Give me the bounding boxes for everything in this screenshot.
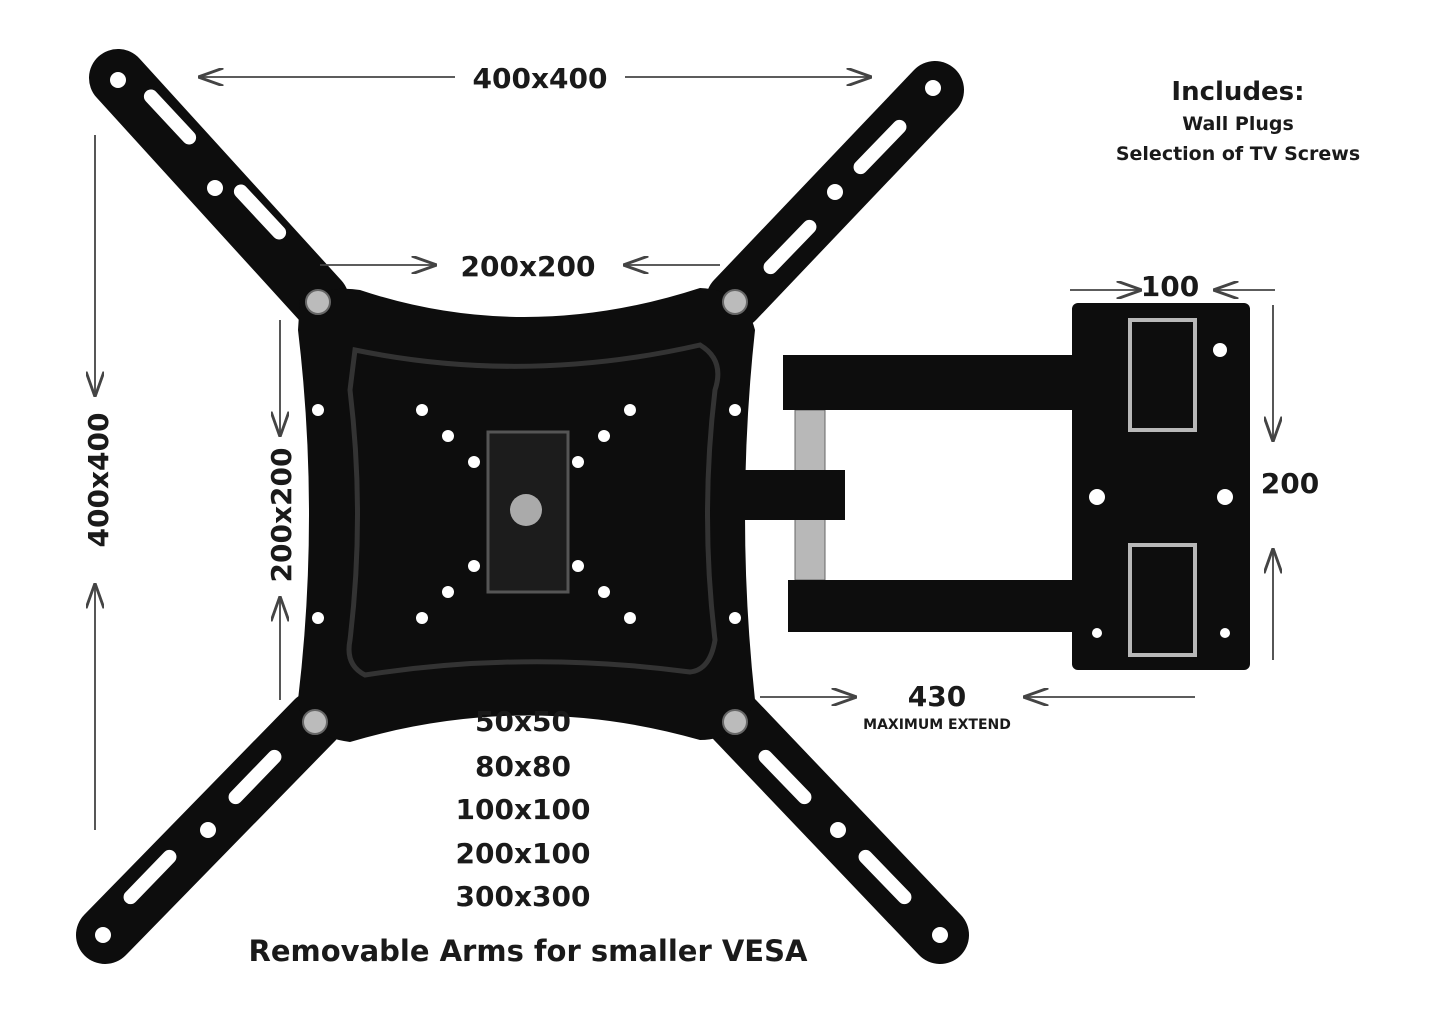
vesa-size: 50x50 (475, 705, 571, 738)
left-height-label: 400x400 (82, 413, 115, 548)
inner-height-label: 200x200 (265, 448, 298, 583)
wall-width-label: 100 (1141, 270, 1199, 303)
vesa-plate (298, 288, 755, 742)
vesa-size-list: 50x50 80x80 100x100 200x100 300x300 (456, 705, 591, 913)
vesa-size: 300x300 (456, 880, 591, 913)
vesa-size: 100x100 (456, 793, 591, 826)
wall-height-label: 200 (1261, 467, 1319, 500)
vesa-size: 200x100 (456, 837, 591, 870)
extend-caption-label: MAXIMUM EXTEND (863, 717, 1011, 733)
swing-arm (735, 303, 1250, 670)
removable-arms-note: Removable Arms for smaller VESA (249, 934, 808, 968)
includes-item: Selection of TV Screws (1116, 143, 1360, 165)
top-width-label: 400x400 (473, 62, 608, 95)
extend-value-label: 430 (908, 680, 966, 713)
vesa-size: 80x80 (475, 750, 571, 783)
includes-title: Includes: (1171, 77, 1304, 107)
dimension-arrows (95, 77, 1275, 830)
includes-item: Wall Plugs (1182, 113, 1294, 135)
inner-width-label: 200x200 (461, 250, 596, 283)
vesa-arms (76, 49, 969, 964)
